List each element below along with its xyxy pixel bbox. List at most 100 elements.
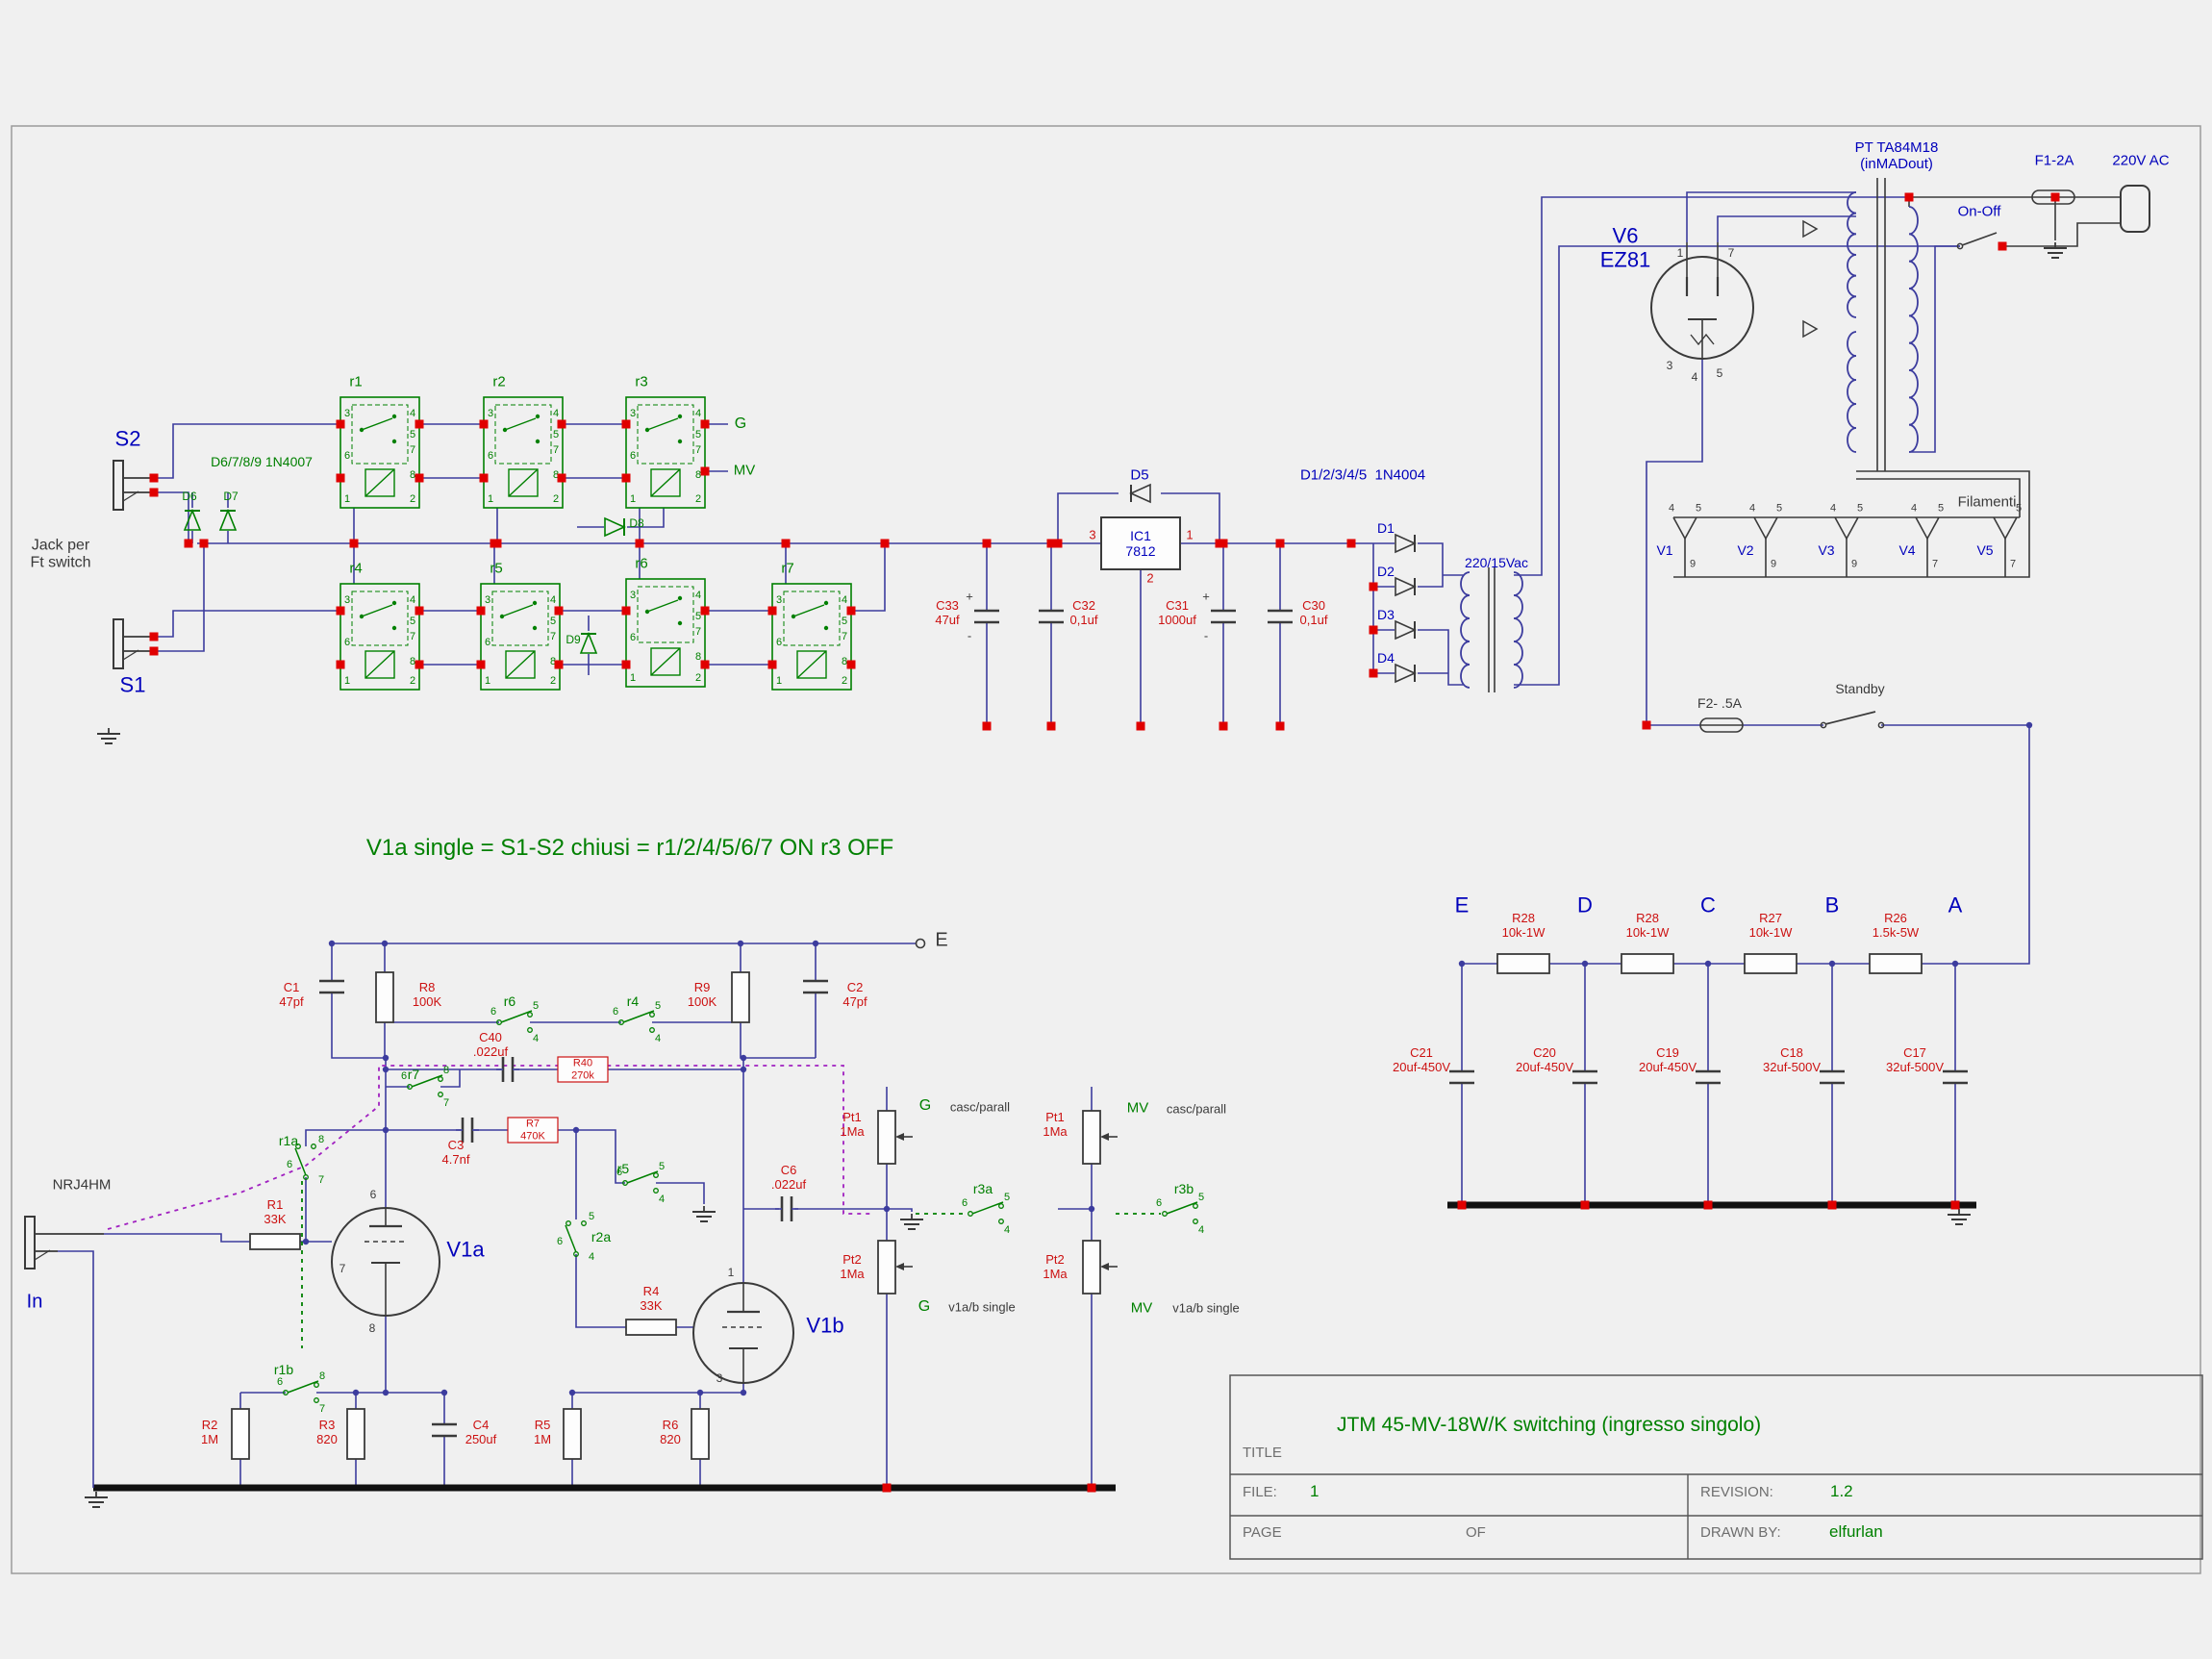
junction-dot (1088, 1205, 1095, 1213)
junction-dot (381, 940, 389, 947)
wire (154, 543, 205, 652)
resistor (625, 1319, 677, 1336)
junction-dot (382, 1126, 390, 1134)
signal-path-dashed (107, 1065, 870, 1230)
pin-label: 3 (630, 590, 636, 601)
switch-contact (438, 1092, 443, 1097)
wire (331, 993, 385, 1059)
junction-square (199, 539, 209, 548)
resistor (249, 1233, 301, 1250)
mains-plug (2120, 185, 2150, 233)
pin-label: 7 (695, 626, 701, 638)
r3a-switch (968, 1211, 973, 1217)
switch-contact (653, 1188, 659, 1194)
junction-dot (1828, 960, 1836, 968)
pin-label: 6 (488, 450, 493, 462)
relay-coil (796, 650, 827, 679)
switch-contact (998, 1203, 1004, 1209)
pin-label: 5 (655, 1000, 661, 1012)
wire (58, 1250, 94, 1488)
resistor-boxed (557, 1056, 609, 1083)
relay-coil (508, 468, 539, 497)
pin-label: 4 (695, 590, 701, 601)
junction-square (1136, 721, 1145, 731)
title-block-frame (1229, 1374, 2203, 1560)
pin-label: 7 (842, 631, 847, 642)
wire (1717, 215, 1856, 242)
pin-label: 7 (443, 1097, 449, 1109)
wire (575, 1254, 626, 1328)
switch-contact (653, 1172, 659, 1178)
pin-label: 5 (410, 616, 415, 627)
pin-label: 4 (1198, 1224, 1204, 1236)
pin-label: 8 (553, 469, 559, 481)
relay-contact (391, 625, 397, 631)
title-block-revision-label: REVISION: (1700, 1484, 1773, 1500)
junction-square (621, 606, 631, 616)
junction-square (336, 606, 345, 616)
junction-square (1369, 625, 1378, 635)
pin-label: 4 (1004, 1224, 1010, 1236)
switch-contact (566, 1220, 571, 1226)
pot-wiper-arrow (895, 1263, 904, 1270)
s1-jack (113, 618, 124, 669)
pin-label: 7 (410, 631, 415, 642)
pin-label: 1 (344, 675, 350, 687)
standby-switch (1820, 721, 1827, 729)
pin-label: 7 (553, 444, 559, 456)
wire (656, 1182, 705, 1204)
junction-square (1580, 1200, 1590, 1210)
pin-label: 1 (485, 675, 490, 687)
relay-contact (535, 414, 540, 419)
junction-square (621, 419, 631, 429)
wire (104, 1233, 250, 1243)
junction-square (336, 419, 345, 429)
wire (1514, 196, 1909, 576)
pin-label: 7 (550, 631, 556, 642)
relay-coil (364, 650, 395, 679)
junction-square (149, 646, 159, 656)
relay-contact-box (637, 586, 694, 643)
pin-label: 5 (410, 429, 415, 440)
resistor (1744, 953, 1797, 974)
junction-dot (352, 1389, 360, 1396)
pin-label: 7 (319, 1403, 325, 1415)
junction-dot (382, 1054, 390, 1062)
junction-square (982, 721, 992, 731)
pin-label: 8 (695, 651, 701, 663)
junction-square (476, 606, 486, 616)
diode (1395, 576, 1417, 597)
pin-label: 5 (695, 429, 701, 440)
junction-square (1046, 721, 1056, 731)
pin-label: 5 (659, 1161, 665, 1172)
junction-square (1369, 668, 1378, 678)
junction-square (149, 473, 159, 483)
relay-contact (677, 620, 683, 626)
pin-label: 4 (659, 1194, 665, 1205)
junction-dot (740, 1066, 747, 1073)
junction-square (415, 606, 424, 616)
wire (851, 543, 886, 612)
pin-label: 6 (277, 1376, 283, 1388)
junction-square (767, 606, 777, 616)
pin-label: 2 (695, 672, 701, 684)
pin-label: 6 (287, 1159, 292, 1170)
junction-square (557, 473, 566, 483)
heater-symbol (1690, 333, 1715, 346)
wire (154, 491, 189, 543)
input-jack (24, 1216, 36, 1269)
junction-square (1275, 539, 1285, 548)
relay-contact (391, 439, 397, 444)
junction-square (149, 632, 159, 641)
junction-square (621, 473, 631, 483)
junction-square (700, 419, 710, 429)
junction-square (2050, 192, 2060, 202)
title-block-page-label: PAGE (1243, 1524, 1282, 1541)
wire (2002, 222, 2121, 247)
transformer-winding (1847, 331, 1857, 453)
pin-label: 8 (842, 656, 847, 667)
resistor (375, 971, 394, 1023)
diode (1129, 483, 1151, 504)
relay-contact-box (494, 404, 552, 465)
switch-contact (295, 1144, 301, 1149)
